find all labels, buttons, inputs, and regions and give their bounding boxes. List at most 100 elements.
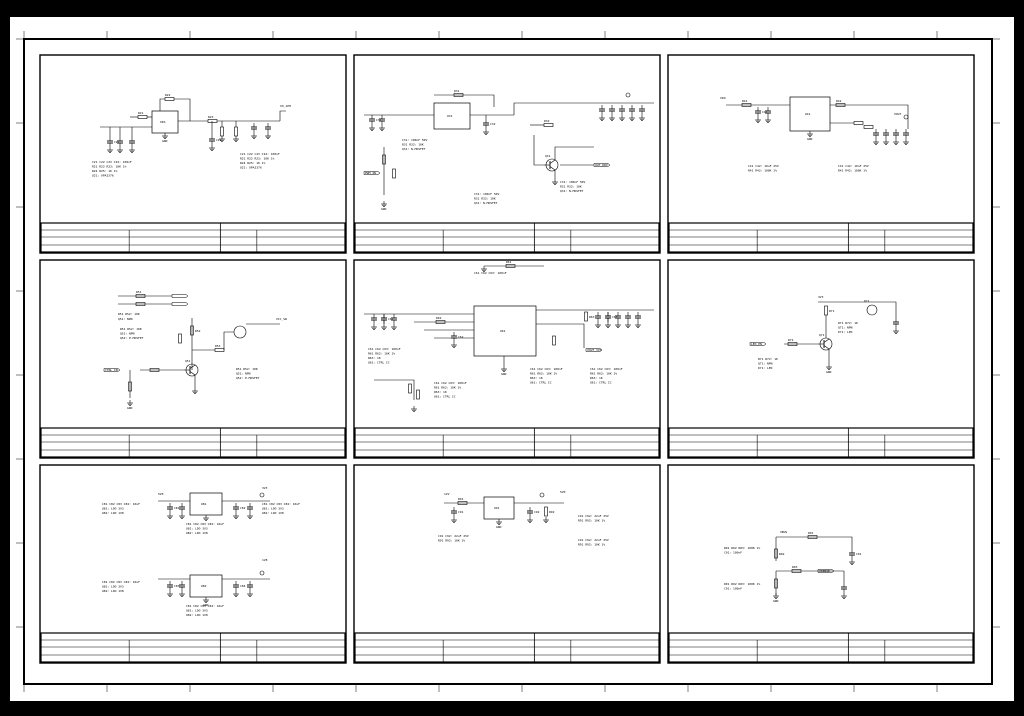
ground-label: GND: [826, 370, 832, 374]
net-flag: [171, 302, 189, 306]
note-line: Q71: NPN: [758, 362, 773, 366]
sheet-border-marks: [16, 31, 1000, 692]
net-label: VO_1PH: [280, 104, 291, 108]
capacitor-label: C82: [240, 506, 246, 510]
resistor: [190, 325, 194, 336]
resistor: [853, 121, 864, 125]
note-line: C91 C92: 22uF 25V: [438, 534, 469, 538]
ground-label: GND: [773, 599, 779, 603]
resistor-label: R41: [742, 99, 748, 103]
capacitor-label: C61: [388, 317, 394, 321]
title-block-frame: [668, 632, 974, 663]
net-label: VSENSE: [819, 569, 830, 573]
resistor-label: R52: [195, 329, 201, 333]
title-block: [354, 427, 660, 458]
note-line: R41 R42: 100K 1%: [748, 169, 777, 173]
wire: [549, 166, 556, 171]
wire: [549, 159, 556, 164]
ic-label: U81: [201, 502, 207, 506]
panel-frame: [667, 54, 975, 254]
resistor-label: R92: [549, 510, 555, 514]
wire: [223, 331, 234, 350]
net-label: VOUT: [894, 112, 901, 116]
resistor: [741, 103, 752, 107]
note-line: C31: 100nF 50V: [402, 138, 427, 142]
ic-body: [473, 305, 537, 357]
note-line: U61: CTRL IC: [434, 395, 456, 399]
title-block: [668, 427, 974, 458]
title-block: [40, 632, 346, 663]
net-label: VBUS: [780, 530, 787, 534]
note-line: Q31: N-MOSFET: [402, 147, 426, 151]
note-line: C01: 100nF: [724, 551, 742, 555]
led: [866, 304, 878, 316]
capacitor-label: C32: [490, 122, 496, 126]
wire: [159, 98, 165, 111]
note-line: U82: LDO 1V8: [102, 589, 124, 593]
note-line: C41 C42: 10uF 25V: [748, 164, 779, 168]
title-block-frame: [40, 632, 346, 663]
net-label: 3V3: [818, 295, 824, 299]
resistor: [774, 548, 778, 559]
title-block: [668, 632, 974, 663]
capacitor-label: C83: [174, 584, 180, 588]
capacitor-label: C92: [534, 510, 540, 514]
net-flag: [817, 569, 835, 573]
note-line: Q52: P-MOSFET: [236, 376, 260, 380]
net-label: 5V0: [560, 490, 566, 494]
resistor: [552, 335, 556, 346]
net-label: 12V: [444, 492, 450, 496]
note-line: R91 R92: 10K 1%: [578, 543, 605, 547]
wire: [776, 536, 853, 549]
resistor: [505, 264, 516, 268]
capacitor-label: C81: [174, 506, 180, 510]
transistor-label: Q51: [185, 359, 191, 363]
note-line: U21: OPA2376: [92, 174, 114, 178]
title-block: [40, 222, 346, 253]
note-line: C61 C62 C63: 100nF: [434, 381, 467, 385]
title-block: [354, 222, 660, 253]
note-line: C61 C62 C63: 100nF: [474, 271, 507, 275]
note-line: C81 C82 C83 C84: 10uF: [262, 502, 300, 506]
resistor-label: R63: [589, 315, 595, 319]
resistor: [791, 569, 802, 573]
resistor-label: R01: [808, 531, 814, 535]
transistor-label: Q31: [545, 154, 551, 158]
panel-frame: [353, 54, 661, 254]
resistor: [453, 93, 464, 97]
note-line: R31 R32: 10K: [560, 185, 582, 189]
resistor-label: R91: [458, 497, 464, 501]
note-line: R51 R52: 10K: [120, 327, 142, 331]
title-block-frame: [40, 427, 346, 458]
note-line: C01: 100nF: [724, 587, 742, 591]
resistor: [584, 311, 588, 322]
test-point: [259, 570, 265, 576]
ic-label: U41: [805, 112, 811, 116]
ic-label: U31: [447, 114, 453, 118]
note-line: C41 C42: 10uF 25V: [838, 164, 869, 168]
note-line: D71: LED: [758, 366, 773, 370]
resistor: [787, 342, 798, 346]
wire: [279, 110, 286, 121]
resistor: [149, 368, 160, 372]
capacitor-label: C21: [114, 140, 120, 144]
note-line: R61 R62: 10K 1%: [368, 352, 395, 356]
panel-frame: [39, 259, 347, 459]
title-block-frame: [354, 632, 660, 663]
ground-label: GND: [381, 207, 387, 211]
ic-label: OPA: [160, 120, 166, 124]
ground-label: GND: [496, 525, 502, 529]
title-block-frame: [354, 427, 660, 458]
wire: [374, 379, 415, 400]
note-line: U82: LDO 1V8: [262, 511, 284, 515]
note-line: C91 C92: 22uF 25V: [578, 514, 609, 518]
note-line: C21 C22 C23 C24: 100nF: [240, 152, 280, 156]
ic-label: U82: [201, 584, 207, 588]
resistor-label: R61: [506, 260, 512, 264]
capacitor-label: C91: [458, 510, 464, 514]
test-point: [259, 492, 265, 498]
note-line: Q31: N-MOSFET: [560, 189, 584, 193]
